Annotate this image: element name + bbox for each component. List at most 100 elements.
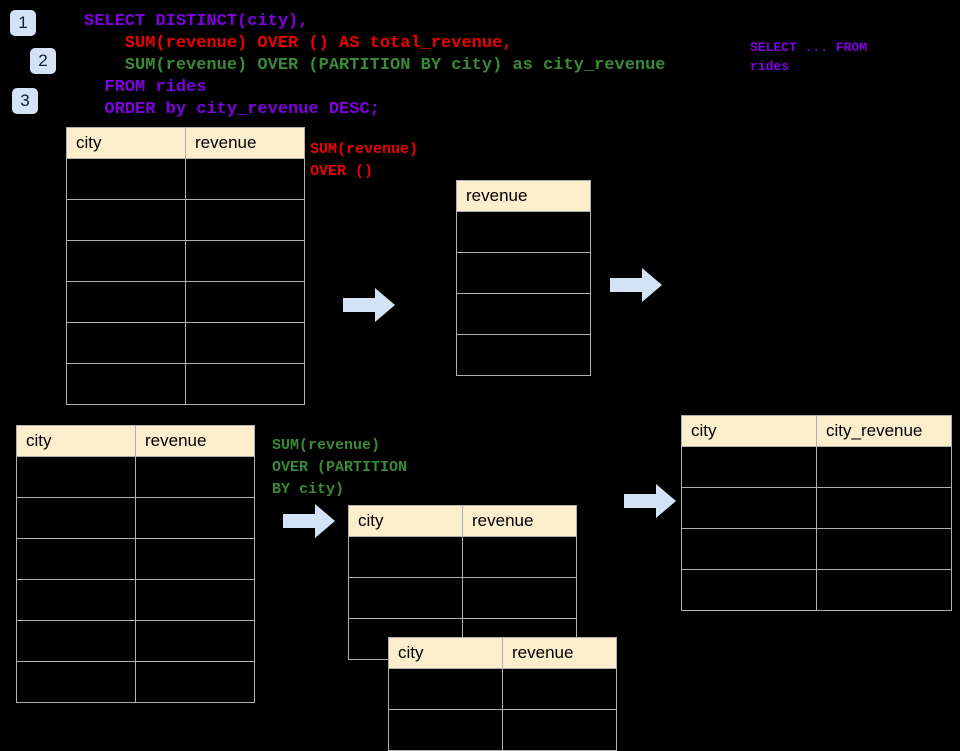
table-row — [16, 579, 255, 621]
table-body — [388, 668, 617, 751]
column-header-city: city — [348, 505, 463, 537]
table-cell — [16, 661, 136, 703]
table-row — [681, 487, 952, 529]
rides-source-table-bottom: city revenue — [16, 425, 255, 703]
table-body — [66, 158, 305, 405]
table-cell — [456, 293, 591, 335]
table-row — [16, 620, 255, 662]
table-cell — [388, 709, 503, 751]
table-cell — [185, 281, 305, 323]
table-cell — [816, 528, 952, 570]
sql-line-select-distinct: SELECT DISTINCT(city), — [84, 12, 309, 31]
table-header-row: city city_revenue — [681, 415, 952, 447]
column-header-city: city — [388, 637, 503, 669]
arrow-source-to-partition — [283, 504, 335, 538]
table-cell — [185, 363, 305, 405]
table-cell — [16, 497, 136, 539]
table-row — [66, 322, 305, 364]
step-badge-3: 3 — [12, 88, 38, 114]
table-row — [456, 293, 591, 335]
table-cell — [135, 661, 255, 703]
column-header-revenue: revenue — [456, 180, 591, 212]
table-cell — [816, 569, 952, 611]
table-cell — [185, 240, 305, 282]
table-row — [456, 252, 591, 294]
table-cell — [816, 446, 952, 488]
arrow-source-to-total — [343, 288, 395, 322]
table-cell — [16, 620, 136, 662]
table-cell — [135, 579, 255, 621]
city-revenue-result-table: city city_revenue — [681, 415, 952, 611]
table-cell — [816, 487, 952, 529]
side-note-select-from-rides: SELECT ... FROM rides — [750, 40, 868, 74]
table-row — [66, 281, 305, 323]
table-cell — [16, 579, 136, 621]
column-header-revenue: revenue — [135, 425, 255, 457]
sql-line-city-revenue: SUM(revenue) OVER (PARTITION BY city) as… — [84, 56, 666, 75]
table-row — [388, 668, 617, 710]
table-cell — [135, 456, 255, 498]
annotation-sum-over-empty: SUM(revenue) OVER () — [310, 141, 419, 180]
table-header-row: city revenue — [16, 425, 255, 457]
table-row — [16, 456, 255, 498]
table-cell — [66, 281, 186, 323]
table-header-row: city revenue — [66, 127, 305, 159]
column-header-city: city — [681, 415, 817, 447]
table-row — [66, 199, 305, 241]
step-badge-1: 1 — [10, 10, 36, 36]
table-cell — [185, 199, 305, 241]
table-cell — [135, 497, 255, 539]
table-cell — [185, 322, 305, 364]
table-row — [66, 363, 305, 405]
table-header-row: city revenue — [348, 505, 577, 537]
table-cell — [388, 668, 503, 710]
table-row — [16, 661, 255, 703]
table-header-row: city revenue — [388, 637, 617, 669]
table-row — [16, 538, 255, 580]
sql-line-from-rides: FROM rides — [84, 78, 207, 97]
table-body — [456, 211, 591, 376]
table-cell — [462, 577, 577, 619]
sql-line-total-revenue: SUM(revenue) OVER () AS total_revenue, — [84, 34, 513, 53]
column-header-city-revenue: city_revenue — [816, 415, 952, 447]
table-cell — [66, 158, 186, 200]
arrow-total-to-result — [610, 268, 662, 302]
column-header-city: city — [16, 425, 136, 457]
table-header-row: revenue — [456, 180, 591, 212]
table-cell — [681, 446, 817, 488]
table-cell — [681, 528, 817, 570]
total-revenue-table: revenue — [456, 180, 591, 376]
table-cell — [66, 322, 186, 364]
table-cell — [16, 538, 136, 580]
table-cell — [502, 668, 617, 710]
column-header-revenue: revenue — [502, 637, 617, 669]
table-cell — [135, 538, 255, 580]
table-cell — [348, 536, 463, 578]
table-row — [681, 528, 952, 570]
table-cell — [681, 487, 817, 529]
table-cell — [456, 334, 591, 376]
table-cell — [66, 240, 186, 282]
table-row — [388, 709, 617, 751]
table-body — [16, 456, 255, 703]
table-cell — [348, 577, 463, 619]
step-badge-2: 2 — [30, 48, 56, 74]
table-row — [681, 569, 952, 611]
table-cell — [16, 456, 136, 498]
partition-group-table-front: city revenue — [388, 637, 617, 751]
table-row — [348, 577, 577, 619]
table-cell — [456, 252, 591, 294]
arrow-partition-to-result — [624, 484, 676, 518]
table-cell — [185, 158, 305, 200]
sql-line-order-by: ORDER by city_revenue DESC; — [84, 100, 380, 119]
table-row — [456, 334, 591, 376]
table-cell — [681, 569, 817, 611]
annotation-sum-over-partition: SUM(revenue) OVER (PARTITION BY city) — [272, 437, 408, 498]
table-row — [66, 240, 305, 282]
table-row — [681, 446, 952, 488]
table-cell — [66, 363, 186, 405]
column-header-city: city — [66, 127, 186, 159]
table-cell — [502, 709, 617, 751]
table-row — [16, 497, 255, 539]
rides-source-table-top: city revenue — [66, 127, 305, 405]
